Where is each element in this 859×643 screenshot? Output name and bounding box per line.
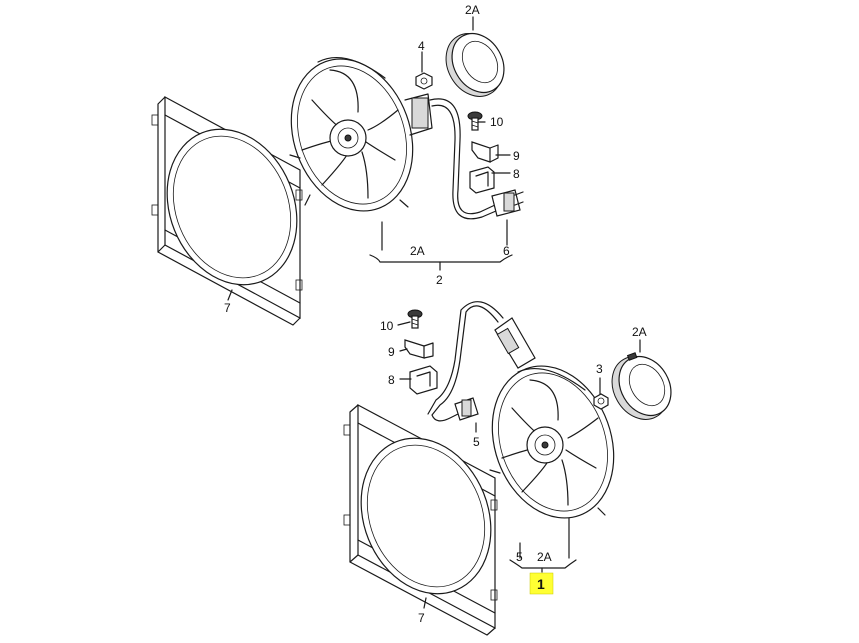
highlight-box (529, 572, 554, 595)
label-bracket-top: 9 (513, 149, 520, 163)
nut-bottom (593, 393, 609, 410)
fan-shroud-top (151, 95, 303, 326)
label-connector-bottom: 5 (473, 435, 480, 449)
leader-lines-top (227, 16, 513, 301)
label-screw-top: 10 (490, 115, 504, 129)
label-cap-top: 2A (465, 3, 480, 17)
leader-lines-bottom (397, 321, 641, 609)
fan-shroud-bottom (343, 404, 498, 636)
bracket-bottom (404, 339, 434, 359)
label-shroud-top: 7 (224, 301, 231, 315)
screw-top (467, 111, 483, 131)
labels-bottom: 10 9 8 5 3 2A 5 2A 1 7 (380, 319, 647, 625)
label-group-bottom-sub-left: 5 (516, 550, 523, 564)
label-group-bottom-sub-right: 2A (537, 550, 552, 564)
label-shroud-bottom: 7 (418, 611, 425, 625)
label-highlight: 1 (537, 576, 545, 592)
label-group-top-sub: 2A (410, 244, 425, 258)
label-cap-bottom: 2A (632, 325, 647, 339)
label-holder-bottom: 8 (388, 373, 395, 387)
fan-motor-top (289, 56, 433, 212)
cable-connector-bottom (427, 301, 504, 422)
holder-top (469, 166, 495, 194)
labels-top: 2A 4 10 9 8 2A 6 2 7 (224, 3, 520, 315)
screw-bottom (407, 309, 423, 329)
label-connector-top: 6 (503, 244, 510, 258)
label-bracket-bottom: 9 (388, 345, 395, 359)
fan-motor-bottom (489, 317, 615, 519)
fan-cap-top (445, 32, 505, 97)
label-holder-top: 8 (513, 167, 520, 181)
label-group-top: 2 (436, 273, 443, 287)
cable-connector-top (429, 98, 524, 220)
label-nut-bottom: 3 (596, 362, 603, 376)
holder-bottom (409, 365, 438, 395)
fan-cap-bottom (611, 352, 672, 420)
bracket-top (471, 141, 499, 163)
nut-top (415, 72, 433, 90)
label-screw-bottom: 10 (380, 319, 394, 333)
label-nut-top: 4 (418, 39, 425, 53)
